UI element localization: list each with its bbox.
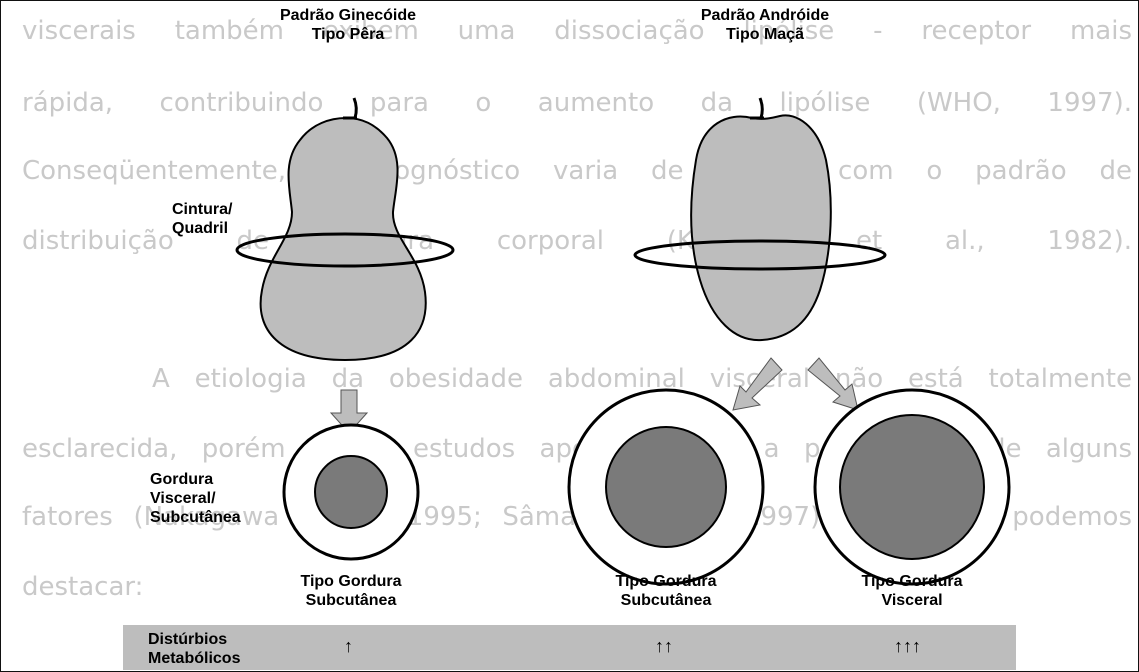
apple-title: Padrão Andróide Tipo Maçã bbox=[680, 6, 850, 44]
pear-shape bbox=[261, 118, 426, 360]
fat-label: Gordura Visceral/ Subcutânea bbox=[150, 470, 241, 527]
pear-stem bbox=[354, 98, 356, 118]
fat-circle-2-inner bbox=[606, 427, 726, 547]
apple-stem bbox=[760, 98, 762, 118]
type-label-1: Tipo Gordura Subcutânea bbox=[281, 572, 421, 610]
metabolic-level-3: ↑↑↑ bbox=[894, 636, 921, 657]
metabolic-band bbox=[123, 625, 1016, 670]
waist-label: Cintura/ Quadril bbox=[172, 200, 232, 238]
pear-title: Padrão Ginecóide Tipo Pêra bbox=[258, 6, 438, 44]
metabolic-label: Distúrbios Metabólicos bbox=[148, 630, 240, 668]
type-label-2: Tipo Gordura Subcutânea bbox=[596, 572, 736, 610]
fat-circle-3-inner bbox=[840, 415, 984, 559]
fat-circle-1-inner bbox=[315, 456, 387, 528]
type-label-3: Tipo Gordura Visceral bbox=[842, 572, 982, 610]
arrow-apple-right bbox=[808, 358, 858, 410]
metabolic-level-1: ↑ bbox=[344, 636, 353, 657]
arrow-apple-left bbox=[733, 358, 782, 410]
metabolic-level-2: ↑↑ bbox=[655, 636, 673, 657]
apple-shape bbox=[691, 115, 831, 340]
